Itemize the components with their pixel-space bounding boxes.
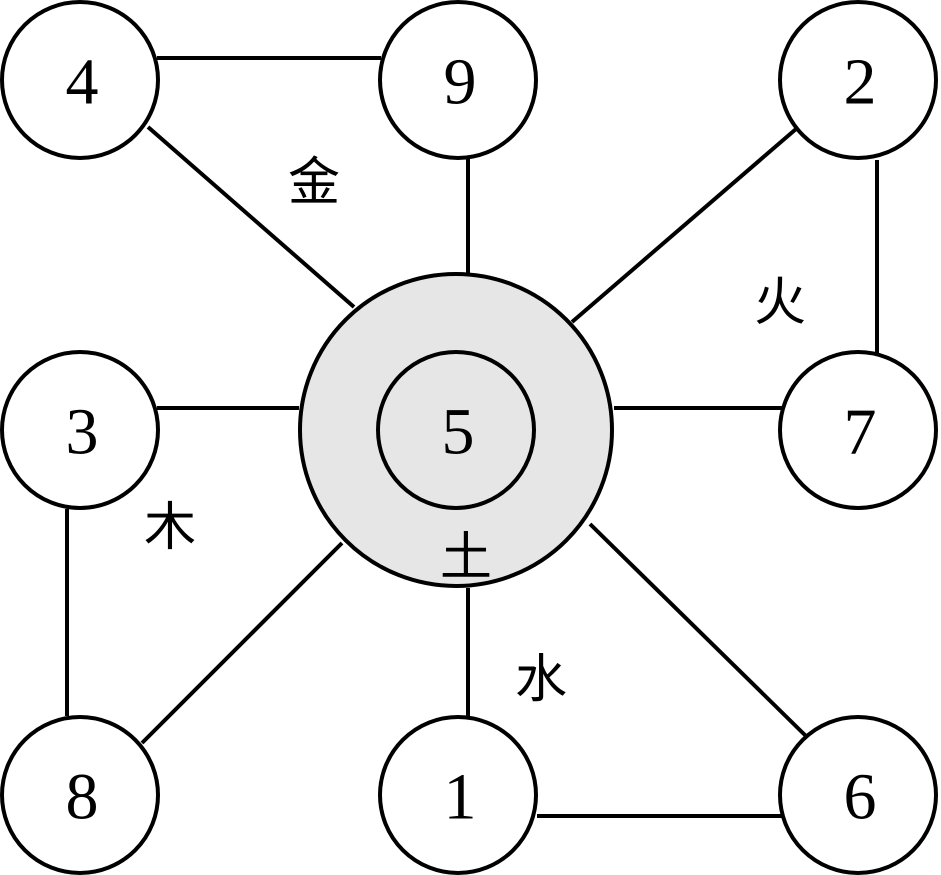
element-metal-label: 金	[288, 153, 340, 213]
node-2: 2	[778, 0, 938, 160]
center-inner-circle	[376, 350, 536, 510]
node-4: 4	[0, 0, 160, 160]
edge-5-6	[588, 522, 812, 742]
node-6-circle	[778, 715, 938, 875]
center-outer-circle	[298, 272, 614, 588]
node-3: 3	[0, 350, 160, 510]
element-fire-label: 火	[754, 273, 806, 333]
element-wood-label: 木	[144, 498, 196, 558]
node-1: 1	[378, 715, 538, 875]
node-4-circle	[0, 0, 160, 160]
node-4-label: 4	[66, 46, 99, 119]
node-9-circle	[378, 0, 538, 160]
node-6: 6	[778, 715, 938, 875]
node-8-label: 8	[66, 761, 99, 834]
node-3-circle	[0, 350, 160, 510]
node-7: 7	[778, 350, 938, 510]
node-9-label: 9	[444, 46, 477, 119]
node-8: 8	[0, 715, 160, 875]
edge-2-5	[570, 127, 798, 324]
element-water-label: 水	[515, 650, 567, 710]
edge-5-8	[140, 541, 344, 745]
node-7-label: 7	[844, 396, 877, 469]
node-2-label: 2	[844, 46, 877, 119]
node-3-label: 3	[66, 396, 99, 469]
node-5-label: 5	[442, 396, 475, 469]
node-6-label: 6	[844, 761, 877, 834]
node-7-circle	[778, 350, 938, 510]
node-8-circle	[0, 715, 160, 875]
node-1-label: 1	[444, 761, 477, 834]
node-2-circle	[778, 0, 938, 160]
node-9: 9	[378, 0, 538, 160]
edge-4-5	[146, 125, 356, 309]
element-earth-label: 土	[440, 528, 492, 588]
edges	[65, 56, 879, 818]
node-1-circle	[378, 715, 538, 875]
